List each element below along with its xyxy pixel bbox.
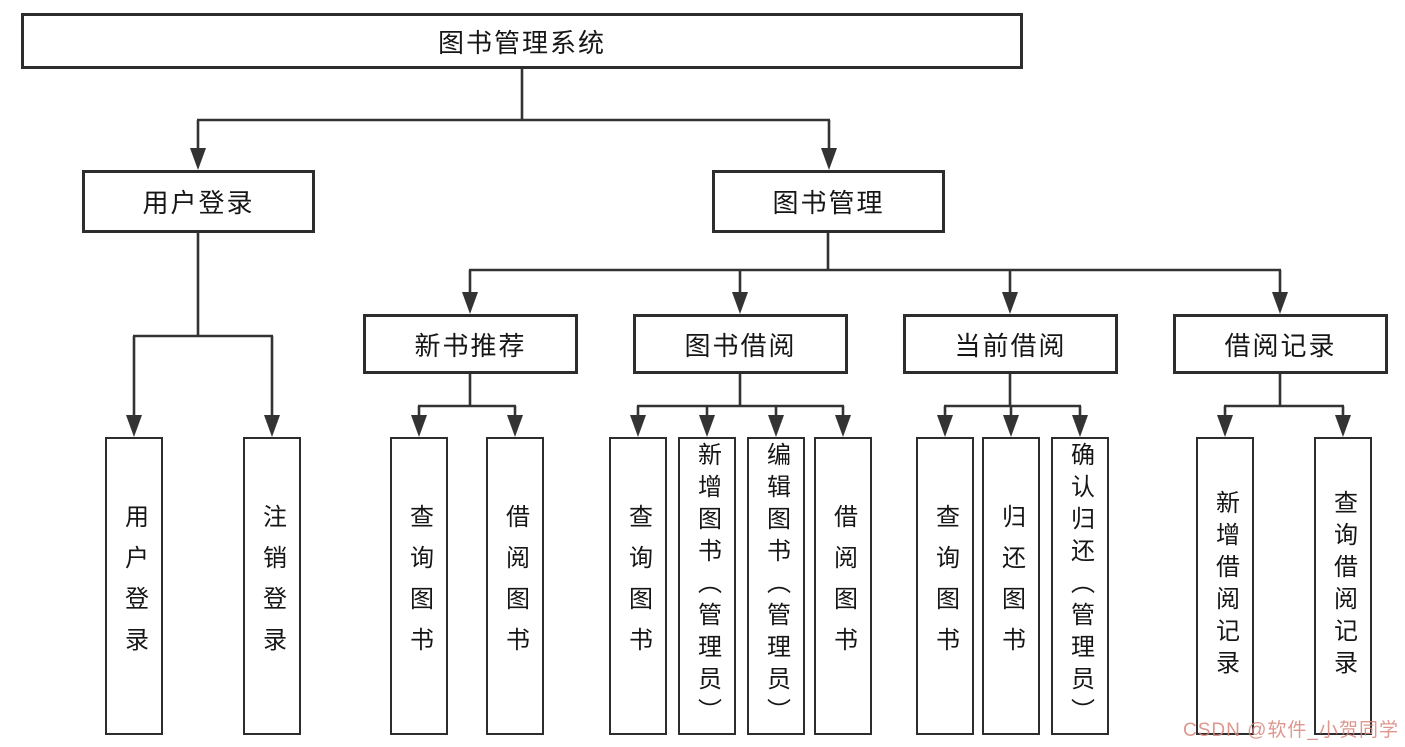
leaf-borrow-books: 借阅图书: [814, 437, 872, 735]
leaf-add-borrow-record: 新增借阅记录: [1196, 437, 1254, 735]
leaf-query-books-current: 查询图书: [916, 437, 974, 735]
leaf-confirm-return-admin: 确认归还（管理员）: [1051, 437, 1109, 735]
node-borrow-records: 借阅记录: [1173, 314, 1388, 374]
node-root: 图书管理系统: [21, 13, 1023, 69]
node-new-book-recommend: 新书推荐: [363, 314, 578, 374]
leaf-return-book: 归还图书: [982, 437, 1040, 735]
node-book-mgmt-branch: 图书管理: [712, 170, 945, 233]
leaf-query-books-recommend: 查询图书: [390, 437, 448, 735]
node-current-borrow: 当前借阅: [903, 314, 1118, 374]
leaf-borrow-books-recommend: 借阅图书: [486, 437, 544, 735]
leaf-query-books-borrow: 查询图书: [609, 437, 667, 735]
leaf-edit-book-admin: 编辑图书（管理员）: [747, 437, 805, 735]
node-user-login-branch: 用户登录: [82, 170, 315, 233]
leaf-add-book-admin: 新增图书（管理员）: [678, 437, 736, 735]
leaf-query-borrow-record: 查询借阅记录: [1314, 437, 1372, 735]
node-book-borrow: 图书借阅: [633, 314, 848, 374]
leaf-logout: 注销登录: [243, 437, 301, 735]
leaf-user-login: 用户登录: [105, 437, 163, 735]
